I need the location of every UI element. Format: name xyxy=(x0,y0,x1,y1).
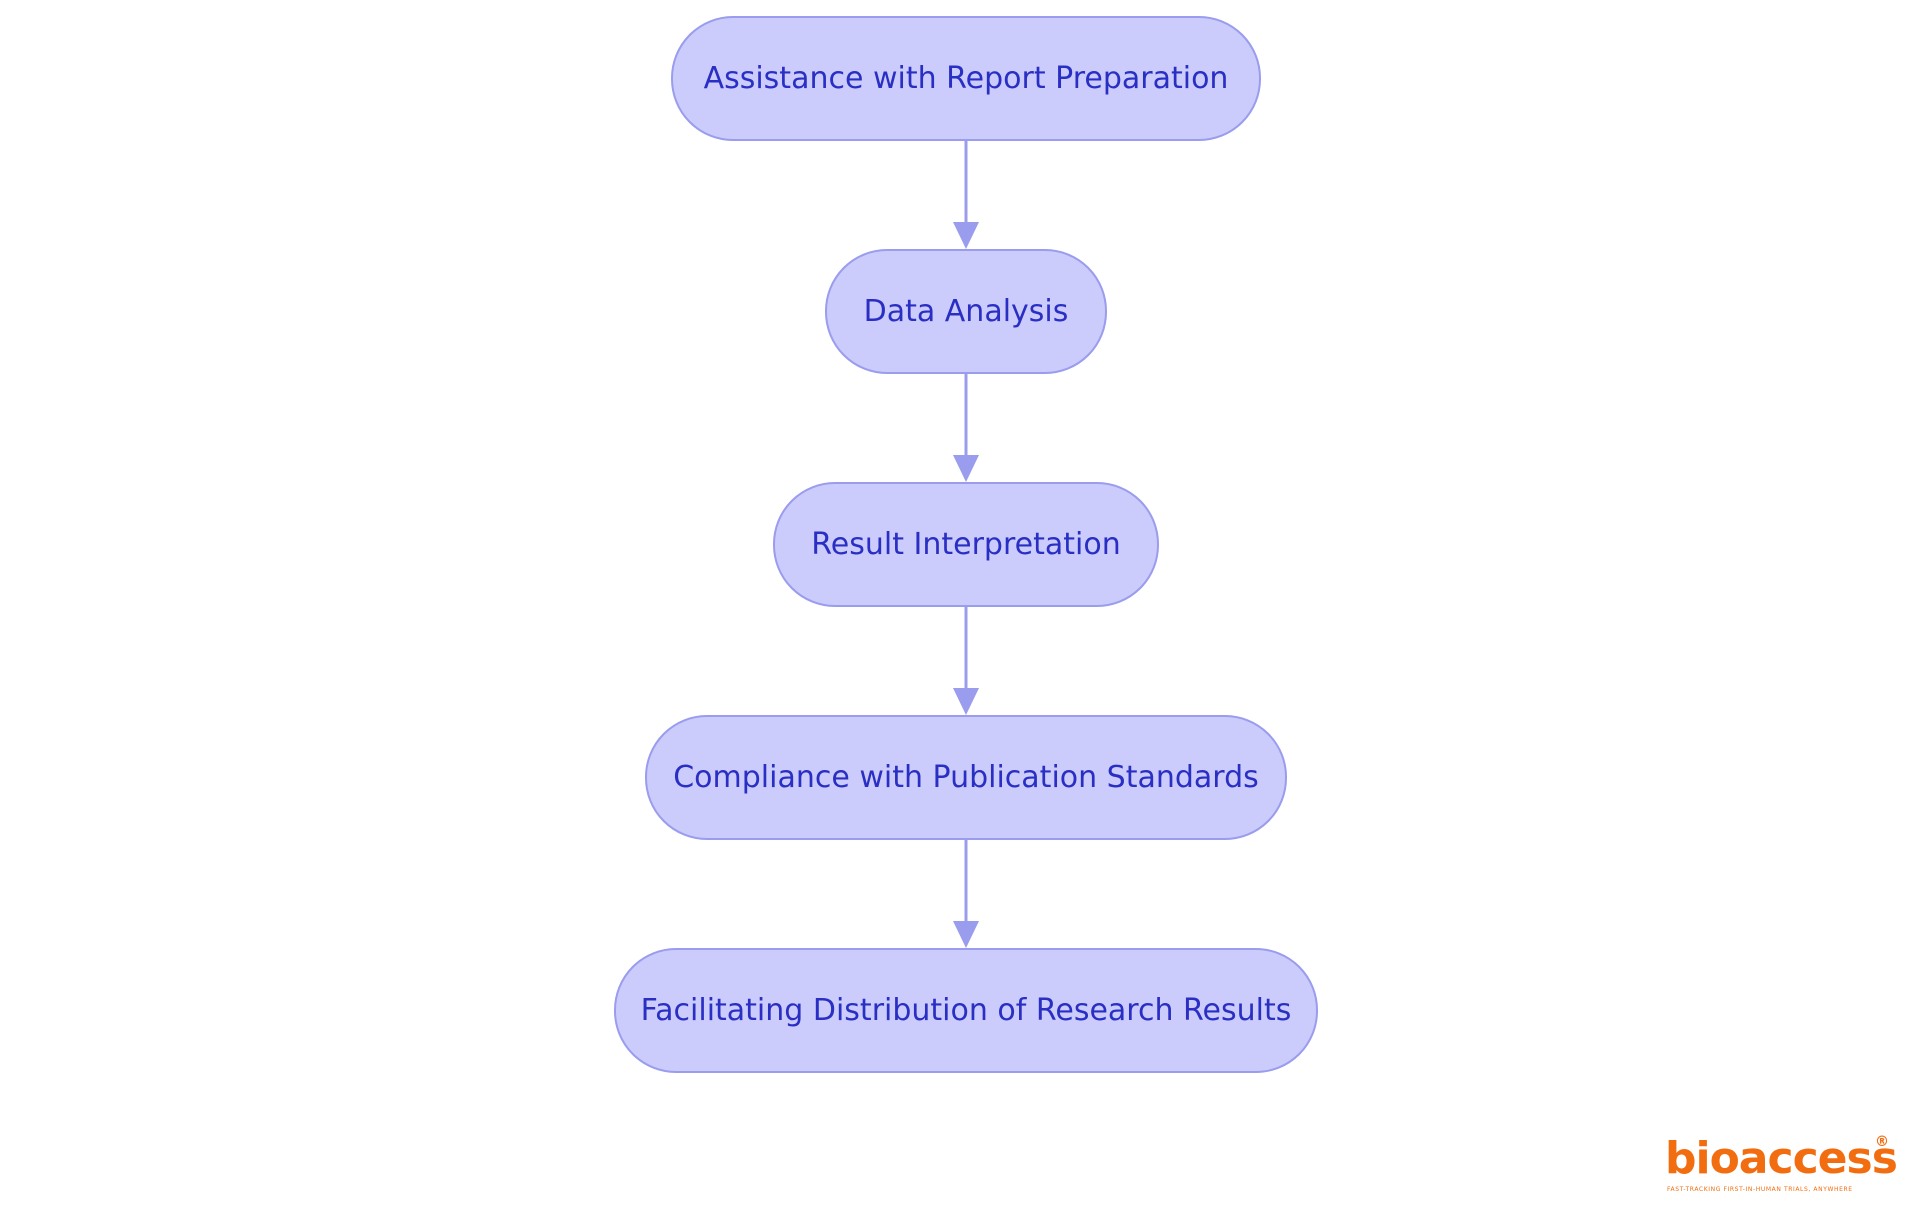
node-data-analysis: Data Analysis xyxy=(825,249,1107,374)
node-report-preparation: Assistance with Report Preparation xyxy=(671,16,1261,141)
node-label: Assistance with Report Preparation xyxy=(703,61,1229,96)
node-label: Facilitating Distribution of Research Re… xyxy=(640,993,1292,1028)
bioaccess-logo: bioaccess ® FAST-TRACKING FIRST-IN-HUMAN… xyxy=(1665,1133,1898,1195)
node-result-interpretation: Result Interpretation xyxy=(773,482,1159,607)
registered-mark-icon: ® xyxy=(1875,1134,1889,1150)
node-label: Compliance with Publication Standards xyxy=(673,760,1259,795)
logo-tagline: FAST-TRACKING FIRST-IN-HUMAN TRIALS, ANY… xyxy=(1667,1186,1853,1193)
node-compliance-standards: Compliance with Publication Standards xyxy=(645,715,1287,840)
edge-arrowhead-icon xyxy=(953,688,979,715)
node-distribution-results: Facilitating Distribution of Research Re… xyxy=(614,948,1318,1073)
edge-arrowhead-icon xyxy=(953,222,979,249)
node-label: Result Interpretation xyxy=(811,527,1121,562)
logo-wordmark: bioaccess xyxy=(1665,1133,1898,1184)
edge-arrowhead-icon xyxy=(953,921,979,948)
edge-arrowhead-icon xyxy=(953,455,979,482)
node-label: Data Analysis xyxy=(863,294,1069,329)
